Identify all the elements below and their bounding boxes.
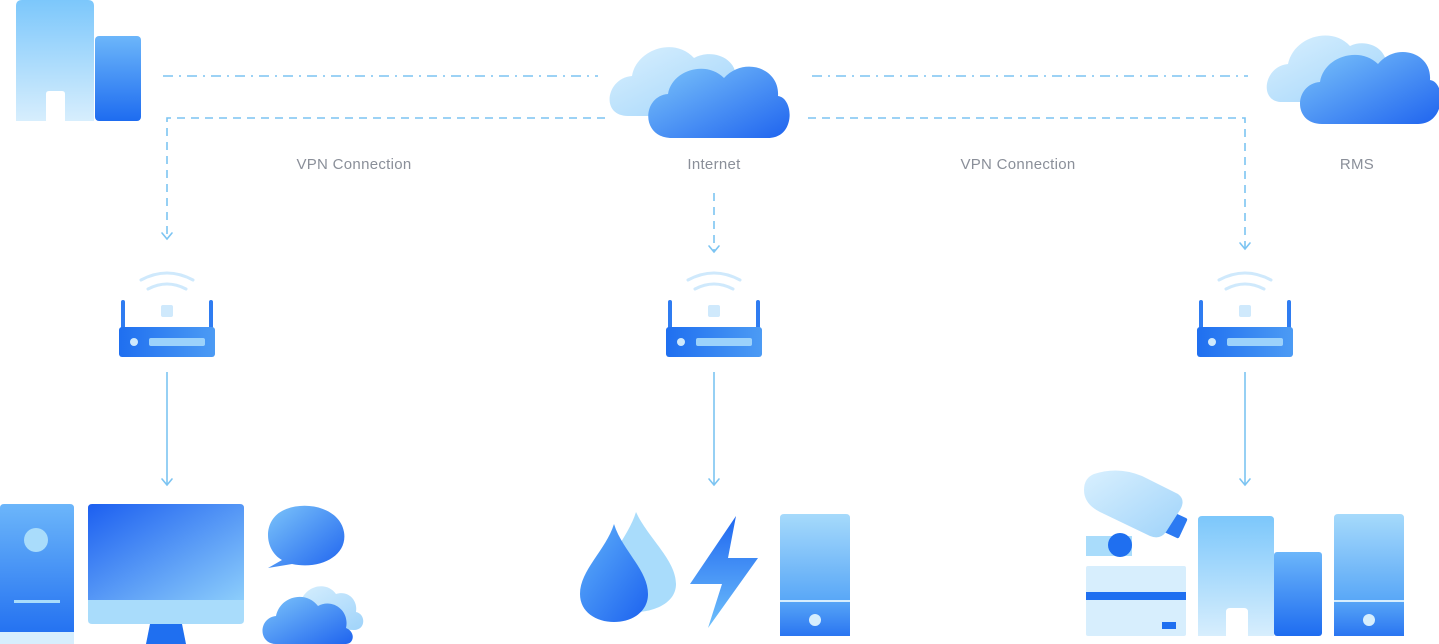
- arrow-down-icon: [1239, 242, 1251, 251]
- internet-label: Internet: [687, 156, 741, 173]
- arrow-down-icon: [1239, 478, 1251, 487]
- arrow-down-icon: [161, 232, 173, 241]
- monitor-icon: [88, 504, 244, 644]
- wifi-router-icon: [1197, 271, 1293, 357]
- arrowheads: [161, 232, 1251, 487]
- server-cabinet-icon: [1334, 514, 1404, 636]
- server-cabinet-icon: [780, 514, 850, 636]
- dashed-line-left-drop: [166, 117, 605, 238]
- arrow-down-icon: [708, 478, 720, 487]
- rms-cloud-icon: [1266, 35, 1439, 124]
- lightning-bolt-icon: [690, 516, 758, 628]
- small-cloud-icon: [262, 586, 364, 644]
- security-camera-icon: [1084, 470, 1188, 557]
- internet-cloud-icon: [609, 47, 790, 138]
- rms-label: RMS: [1339, 156, 1375, 173]
- wifi-router-icon: [119, 271, 215, 357]
- vpn-connection-right-label: VPN Connection: [960, 156, 1076, 173]
- chat-bubble-icon: [268, 505, 345, 568]
- connection-lines: [163, 75, 1248, 484]
- building-icon: [1198, 516, 1322, 636]
- arrow-down-icon: [708, 245, 720, 254]
- office-buildings-icon: [16, 0, 141, 121]
- computer-tower-icon: [0, 504, 74, 644]
- arrow-down-icon: [161, 478, 173, 487]
- vpn-connection-left-label: VPN Connection: [296, 156, 412, 173]
- card-reader-icon: [1086, 566, 1186, 636]
- dashed-line-right-drop: [808, 117, 1246, 248]
- wifi-router-icon: [666, 271, 762, 357]
- water-drop-icon: [580, 512, 676, 622]
